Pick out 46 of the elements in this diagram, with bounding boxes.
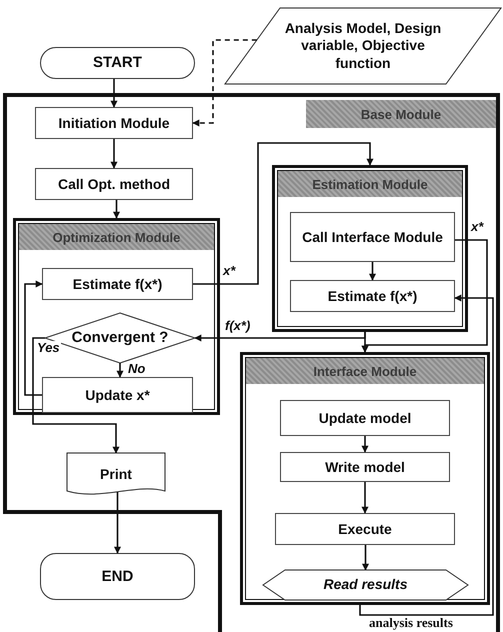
input-parallelogram: [225, 8, 501, 84]
module-panel: [272, 165, 468, 332]
edge-label: No: [127, 362, 146, 376]
arrow: [362, 482, 368, 514]
module-header: Estimation Module: [278, 171, 462, 197]
process-box: Initiation Module: [35, 107, 193, 139]
process-box: Call Opt. method: [35, 168, 193, 200]
arrow: [359, 294, 494, 616]
process-box: Write model: [280, 452, 450, 482]
module-header: Interface Module: [246, 358, 484, 384]
process-box: Execute: [275, 513, 455, 545]
shape-label: Analysis Model, Design variable, Objective function: [284, 20, 442, 72]
terminator-shape: START: [40, 47, 195, 79]
shape-label: Print: [100, 466, 132, 484]
edge-label: Yes: [36, 341, 61, 356]
arrow: [114, 492, 121, 554]
process-box: Update model: [280, 400, 450, 436]
module-frame: [3, 93, 500, 632]
arrow: [32, 337, 120, 454]
arrow: [369, 262, 376, 281]
arrow: [362, 239, 488, 353]
terminator-shape: END: [40, 553, 195, 600]
arrow: [113, 200, 120, 219]
edge-label: f(x*): [224, 319, 252, 334]
process-box: Estimate f(x*): [290, 280, 455, 312]
module-panel: [13, 218, 220, 415]
arrow: [194, 332, 366, 342]
edge-label: analysis results: [368, 616, 454, 630]
shape-label: Read results: [323, 576, 408, 594]
module-panel: [240, 352, 490, 605]
module-header: Base Module: [306, 100, 496, 128]
arrow: [116, 363, 124, 378]
arrow: [110, 79, 118, 108]
arrow: [193, 142, 374, 285]
arrow: [110, 139, 118, 169]
arrow: [362, 545, 369, 571]
arrow: [362, 436, 368, 453]
process-box: Estimate f(x*): [42, 268, 193, 300]
preparation-hexagon: [263, 570, 468, 600]
shape-label: Convergent ?: [72, 328, 168, 348]
module-header: Optimization Module: [19, 224, 214, 250]
dashed-arrow: [192, 39, 257, 126]
arrow: [24, 280, 43, 396]
process-box: Update x*: [42, 377, 193, 413]
document-shape: [67, 453, 165, 497]
process-box: Call Interface Module: [290, 212, 455, 262]
